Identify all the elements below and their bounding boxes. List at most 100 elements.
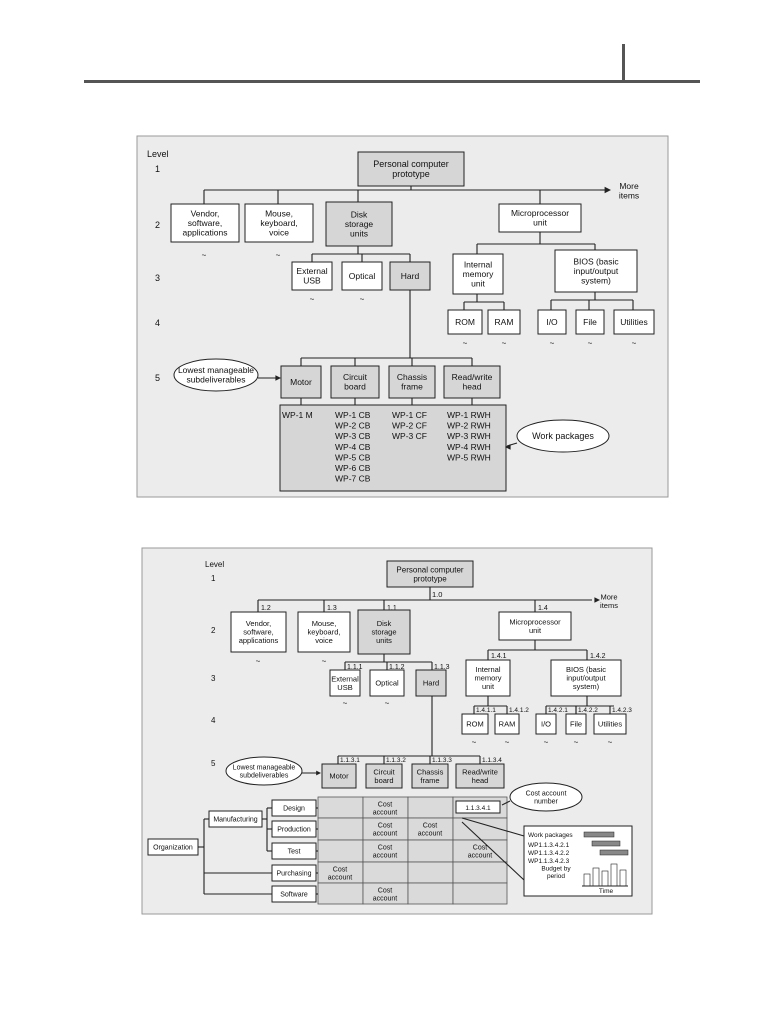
ram-box-label: RAM: [495, 317, 514, 327]
io-box: [535, 713, 557, 735]
cost-account-number-callout: [509, 782, 583, 812]
budget-by-period-label: period: [547, 873, 565, 880]
work-package-code: WP-5 CB: [335, 452, 371, 462]
wbs-code: 1.1.3.1: [340, 757, 360, 764]
chassis-frame-box: [388, 365, 436, 399]
file-box-label: File: [583, 317, 597, 327]
read-write-head-box-label: head: [463, 382, 482, 392]
cost-grid-cell: [317, 882, 364, 905]
vendor-software-box-label: software,: [243, 628, 273, 637]
vendor-software-box-label: Vendor,: [191, 209, 220, 219]
disk-storage-box-label: Disk: [351, 210, 368, 220]
more-items-label: items: [619, 191, 639, 201]
cost-grid-cell: [452, 861, 508, 884]
wbs-code: 1.4.1.1: [476, 707, 496, 714]
wbs-code: 1.4.1.2: [509, 707, 529, 714]
level-number: 1: [155, 164, 160, 174]
read-write-head-box-label: Read/write: [462, 767, 498, 776]
circuit-board-box-label: board: [374, 776, 393, 785]
lowest-manageable-callout: [225, 756, 303, 786]
more-items-label: items: [600, 601, 618, 610]
callout-pointer: [501, 800, 511, 806]
continuation-mark: ~: [550, 339, 555, 348]
cost-account-label: Cost: [333, 867, 347, 874]
cost-account-label: account: [468, 852, 493, 859]
cost-grid-cell: [407, 882, 454, 905]
work-package-code: WP-7 CB: [335, 474, 371, 484]
chassis-frame-box-label: frame: [401, 382, 423, 392]
cost-account-label: account: [373, 895, 398, 902]
read-write-head-box-label: head: [472, 776, 489, 785]
cost-account-label: Cost: [378, 845, 392, 852]
disk-storage-box-label: storage: [345, 219, 374, 229]
budget-bar: [601, 870, 609, 887]
io-box-label: I/O: [541, 720, 551, 729]
vendor-software-box: [170, 203, 240, 243]
microprocessor-box: [498, 203, 582, 233]
continuation-mark: ~: [343, 699, 348, 708]
cost-account-number-box: [455, 800, 501, 814]
budget-bar: [610, 863, 618, 887]
level-number: 5: [211, 759, 216, 768]
read-write-head-box: [455, 763, 505, 789]
microprocessor-box-label: Microprocessor: [511, 208, 569, 218]
continuation-mark: ~: [360, 295, 365, 304]
optical-box-label: Optical: [349, 271, 376, 281]
arrow-head: [505, 444, 511, 450]
disk-storage-box-label: units: [350, 229, 368, 239]
hard-box-label: Hard: [423, 679, 439, 688]
external-usb-box-label: USB: [337, 683, 352, 692]
level-number: 4: [155, 318, 160, 328]
internal-memory-box: [452, 253, 504, 295]
level-number: 4: [211, 716, 216, 725]
cost-grid-cell: [407, 839, 454, 863]
dept-production-box-label: Production: [277, 827, 311, 834]
page-header-rule: [84, 80, 700, 83]
continuation-mark: ~: [202, 251, 207, 260]
file-box: [565, 713, 587, 735]
optical-box-label: Optical: [375, 679, 399, 688]
utilities-box: [593, 713, 627, 735]
wbs-code: 1.2: [261, 605, 271, 612]
continuation-mark: ~: [256, 657, 261, 666]
hard-box: [415, 669, 447, 697]
root-box-personal-computer-label: Personal computer: [396, 565, 463, 574]
external-usb-box-label: External: [331, 674, 359, 683]
disk-storage-box-label: storage: [371, 628, 396, 637]
ram-box: [487, 309, 521, 335]
cost-account-number-label: number: [534, 798, 558, 805]
continuation-mark: ~: [276, 251, 281, 260]
internal-memory-box-label: Internal: [475, 665, 500, 674]
continuation-mark: ~: [544, 738, 549, 747]
cost-account-label: account: [373, 852, 398, 859]
vendor-software-box: [230, 611, 287, 653]
bios-box-label: BIOS (basic: [573, 257, 619, 267]
internal-memory-box: [465, 659, 511, 697]
wbs-code: 1.3: [327, 605, 337, 612]
work-package-code: WP1.1.3.4.2.1: [528, 842, 570, 849]
chassis-frame-box-label: Chassis: [417, 767, 444, 776]
gantt-bar: [591, 840, 621, 847]
file-box-label: File: [570, 720, 582, 729]
cost-account-label: Cost: [473, 845, 487, 852]
bios-box-label: system): [581, 276, 611, 286]
cost-grid-cell: [317, 839, 364, 863]
vendor-software-box-label: applications: [239, 636, 279, 645]
cost-account-label: account: [373, 809, 398, 816]
motor-box-label: Motor: [329, 772, 349, 781]
cost-grid-cell: [317, 796, 364, 819]
optical-box: [341, 261, 383, 291]
mouse-keyboard-box-label: Mouse,: [312, 619, 337, 628]
lowest-manageable-label: Lowest manageable: [233, 765, 296, 772]
cost-grid-cell: [362, 861, 409, 884]
internal-memory-box-label: unit: [482, 682, 495, 691]
cost-grid-cell: [317, 817, 364, 841]
utilities-box-label: Utilities: [620, 317, 647, 327]
ram-box: [494, 713, 520, 735]
detail-leader-top: [461, 817, 525, 837]
more-items-label: More: [600, 592, 617, 601]
internal-memory-box-label: memory: [474, 674, 501, 683]
arrow-head: [316, 770, 321, 776]
read-write-head-box-label: Read/write: [452, 372, 493, 382]
disk-storage-box: [325, 201, 393, 247]
